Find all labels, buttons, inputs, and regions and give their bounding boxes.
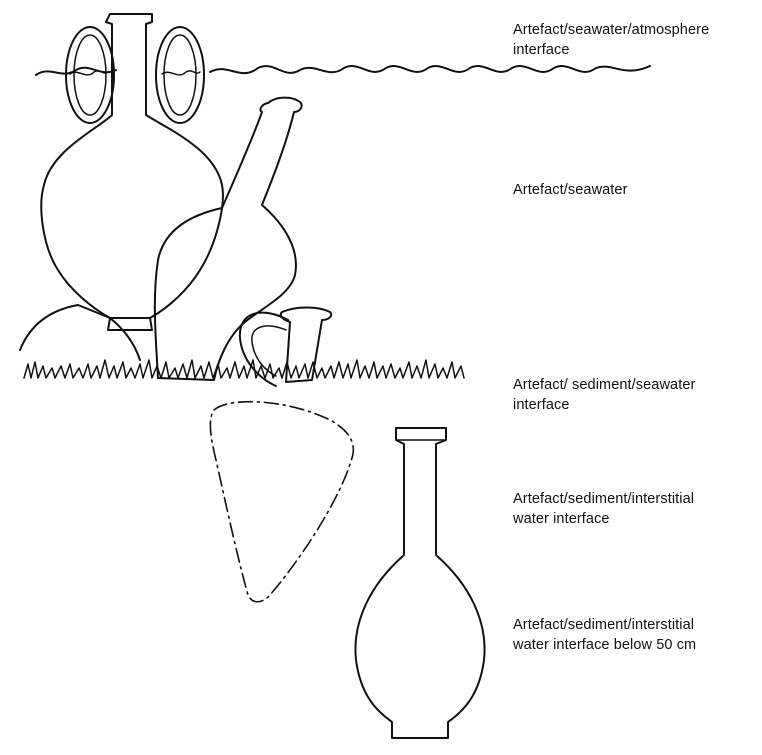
amphora-large	[41, 14, 223, 330]
label-line-2: interface	[513, 40, 709, 60]
jug-partially-buried	[240, 308, 331, 387]
label-line-2: interface	[513, 395, 695, 415]
label-line-1: Artefact/ sediment/seawater	[513, 375, 695, 395]
flask-deep-buried	[355, 428, 484, 738]
label-line-2: water interface below 50 cm	[513, 635, 696, 655]
label-sediment-seawater-interface: Artefact/ sediment/seawater interface	[513, 375, 695, 415]
label-line-1: Artefact/sediment/interstitial	[513, 615, 696, 635]
label-interstitial-water-interface: Artefact/sediment/interstitial water int…	[513, 489, 694, 529]
label-line-1: Artefact/seawater/atmosphere	[513, 20, 709, 40]
buried-artefact-outline	[210, 402, 353, 602]
label-interstitial-below-50cm: Artefact/sediment/interstitial water int…	[513, 615, 696, 655]
amphora-tilted	[155, 98, 302, 380]
sediment-mound	[20, 305, 140, 360]
sea-surface-line	[36, 66, 650, 75]
label-line-1: Artefact/seawater	[513, 180, 628, 200]
label-seawater-atmosphere-interface: Artefact/seawater/atmosphere interface	[513, 20, 709, 60]
label-artefact-seawater: Artefact/seawater	[513, 180, 628, 200]
seabed-surface	[24, 360, 464, 378]
label-line-2: water interface	[513, 509, 694, 529]
label-line-1: Artefact/sediment/interstitial	[513, 489, 694, 509]
